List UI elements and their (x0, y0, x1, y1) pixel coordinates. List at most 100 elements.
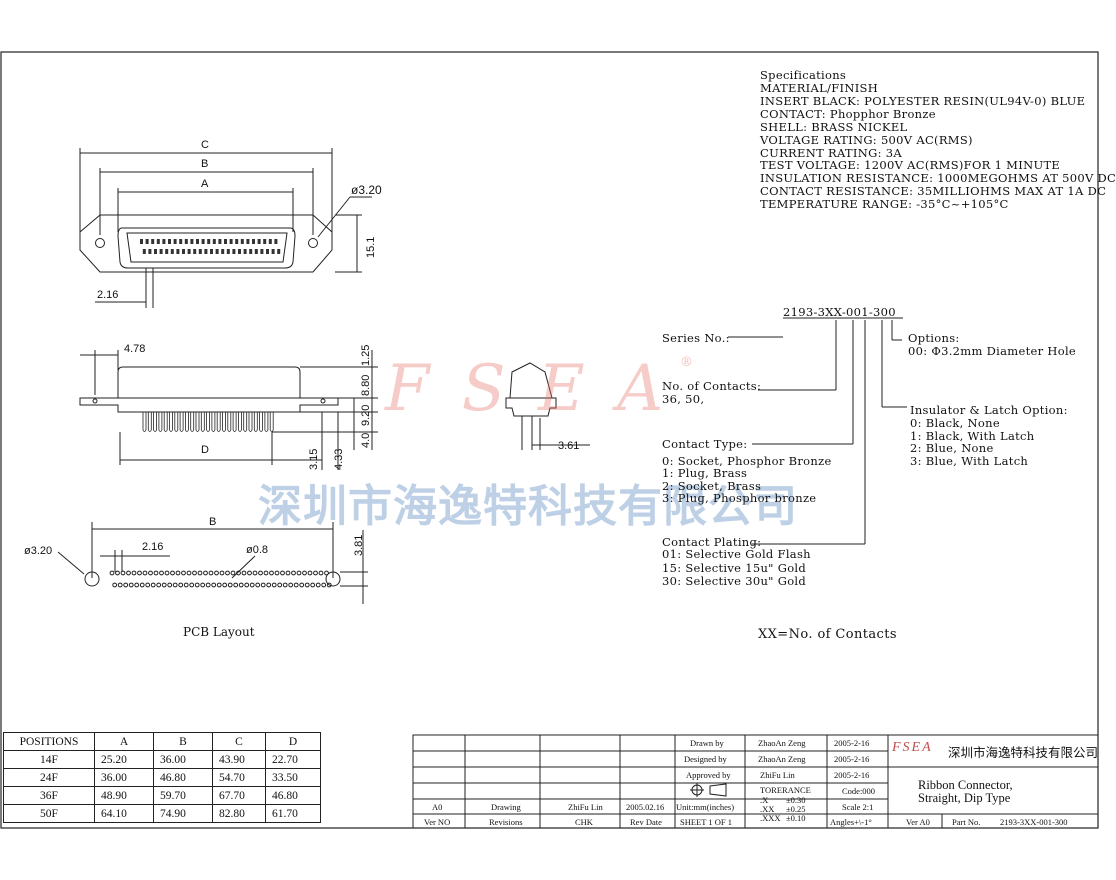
contact-slot (201, 239, 205, 244)
contact-slot (243, 249, 247, 254)
pcb-hole (205, 582, 211, 588)
dim-a: A (201, 178, 209, 190)
pcb-hole (156, 582, 162, 588)
contact-pin (248, 412, 253, 432)
pcb-hole (302, 570, 307, 576)
positions-table-header-cell: D (265, 732, 321, 751)
contact-slot (210, 249, 213, 254)
spec-line: VOLTAGE RATING: 500V AC(RMS) (760, 132, 973, 147)
positions-table-header-cell: C (212, 732, 266, 751)
tb-drawn-name: ZhaoAn Zeng (758, 738, 806, 748)
contact-slot (204, 249, 208, 254)
pcb-hole (211, 582, 217, 588)
tb-drawn-date: 2005-2-16 (834, 738, 870, 748)
pcb-hole (150, 582, 156, 588)
dim-4-0: 4.0 (360, 432, 372, 448)
pcb-hole (252, 570, 258, 576)
insulator-option: 3: Blue, With Latch (910, 453, 1029, 468)
positions-table-cell: 24F (3, 768, 95, 787)
contact-slot (263, 239, 267, 244)
positions-table-header-cell: A (94, 732, 154, 751)
front-view (79, 148, 372, 308)
contact-pin (227, 412, 232, 432)
dim-c: C (201, 139, 209, 151)
contact-slot (198, 249, 202, 254)
contact-slot (179, 239, 183, 244)
positions-table-cell: 46.80 (265, 786, 321, 805)
positions-table-cell: 22.70 (265, 750, 321, 769)
tb-ver-no: Ver NO (424, 817, 451, 827)
pcb-hole (115, 570, 120, 576)
contact-pin (174, 412, 179, 432)
tb-part-label: Part No. (952, 817, 981, 827)
positions-table-cell: 67.70 (212, 786, 266, 805)
positions-table-header-cell: B (153, 732, 213, 751)
positions-table-cell: 36.00 (153, 750, 213, 769)
pcb-hole (326, 582, 332, 588)
plating-label: Contact Plating: (662, 535, 762, 549)
contact-slot (190, 239, 194, 244)
contact-slot (212, 239, 216, 244)
contact-pin (158, 412, 163, 432)
pcb-hole (288, 582, 294, 588)
contact-slot (196, 239, 199, 244)
tb-chk: CHK (575, 817, 593, 827)
pcb-hole (109, 570, 115, 576)
pcb-hole (137, 570, 142, 576)
tb-rev-drawing: Drawing (491, 802, 521, 812)
contact-slot (238, 249, 241, 254)
positions-table-cell: 54.70 (212, 768, 266, 787)
plating-option: 30: Selective 30u" Gold (662, 574, 807, 588)
pcb-hole (266, 582, 272, 588)
pcb-hole (167, 582, 173, 588)
contact-slot (182, 249, 185, 254)
contact-slot (165, 249, 169, 254)
pcb-hole (192, 570, 197, 576)
contact-slot (159, 249, 163, 254)
contact-slot (170, 249, 174, 254)
contact-slot (224, 239, 227, 244)
pcb-hole (291, 570, 296, 576)
tb-approved-name: ZhiFu Lin (760, 770, 795, 780)
tb-tol-xxx-val: ±0.10 (786, 813, 806, 823)
pcb-hole (197, 570, 203, 576)
pcb-layout (57, 522, 368, 604)
positions-table-cell: 43.90 (212, 750, 266, 769)
contact-slot (207, 239, 211, 244)
dim-1-25: 1.25 (360, 344, 372, 366)
pcb-hole (131, 570, 137, 576)
positions-table-cell: 25.20 (94, 750, 154, 769)
pcb-hole (183, 582, 189, 588)
contacts-values: 36, 50, (662, 392, 705, 406)
tb-approved-label: Approved by (686, 770, 731, 780)
tb-title-2: Straight, Dip Type (918, 791, 1011, 805)
contact-slot (215, 249, 219, 254)
contact-slot (274, 239, 278, 244)
contact-pin (211, 412, 216, 432)
contact-slot (193, 249, 197, 254)
tb-designed-name: ZhaoAn Zeng (758, 754, 806, 764)
pcb-hole (164, 570, 170, 576)
pcb-hole (233, 582, 239, 588)
pcb-hole (310, 582, 316, 588)
spec-line: CONTACT: Phopphor Bronze (760, 106, 936, 121)
positions-table-cell: 74.90 (153, 804, 213, 823)
tb-code: Code:000 (842, 786, 876, 796)
tb-tol-xx-val: ±0.25 (786, 804, 806, 814)
insulator-label: Insulator & Latch Option: (910, 403, 1068, 417)
pcb-hole (230, 570, 236, 576)
contact-slot (151, 239, 155, 244)
contact-type-option: 2: Socket, Brass (662, 478, 762, 493)
contact-slot (140, 239, 143, 244)
pcb-hole (236, 570, 241, 576)
options-label: Options: (908, 331, 960, 345)
contact-slot (235, 239, 239, 244)
contact-pin (206, 412, 210, 432)
positions-table-cell: 82.80 (212, 804, 266, 823)
pcb-hole (260, 582, 266, 588)
dim-15-1: 15.1 (365, 236, 377, 258)
contact-slot (168, 239, 171, 244)
contact-pin (185, 412, 189, 432)
tb-ver: Ver A0 (906, 817, 930, 827)
